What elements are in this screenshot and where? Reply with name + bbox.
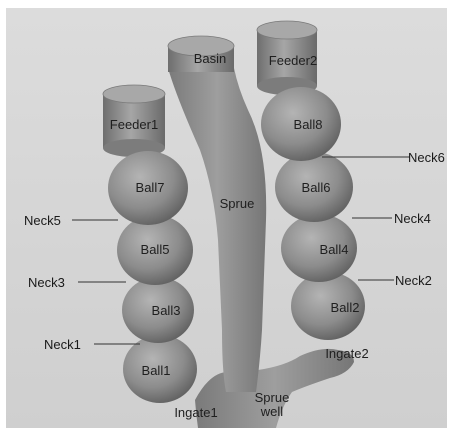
feeder2-top [257, 21, 317, 39]
ball1-label: Ball1 [142, 363, 171, 378]
feeder1-top [103, 85, 165, 103]
neck2-label: Neck2 [395, 273, 432, 288]
ingate1-label: Ingate1 [174, 405, 217, 420]
neck5-label: Neck5 [24, 213, 61, 228]
sprue-well-label-line1: Sprue [255, 390, 290, 405]
neck3-label: Neck3 [28, 275, 65, 290]
basin-label: Basin [194, 51, 227, 66]
ball5-label: Ball5 [141, 242, 170, 257]
ball2-label: Ball2 [331, 300, 360, 315]
sprue-label: Sprue [220, 196, 255, 211]
ball6-label: Ball6 [302, 180, 331, 195]
neck6-label: Neck6 [408, 150, 445, 165]
ball3-label: Ball3 [152, 303, 181, 318]
neck4-label: Neck4 [394, 211, 431, 226]
ball7-label: Ball7 [136, 180, 165, 195]
neck1-label: Neck1 [44, 337, 81, 352]
ball8-label: Ball8 [294, 117, 323, 132]
ball4-label: Ball4 [320, 242, 349, 257]
ingate2-label: Ingate2 [325, 346, 368, 361]
sprue-well-label-line2: well [260, 404, 284, 419]
feeder1-label: Feeder1 [110, 117, 158, 132]
feeder2-label: Feeder2 [269, 53, 317, 68]
